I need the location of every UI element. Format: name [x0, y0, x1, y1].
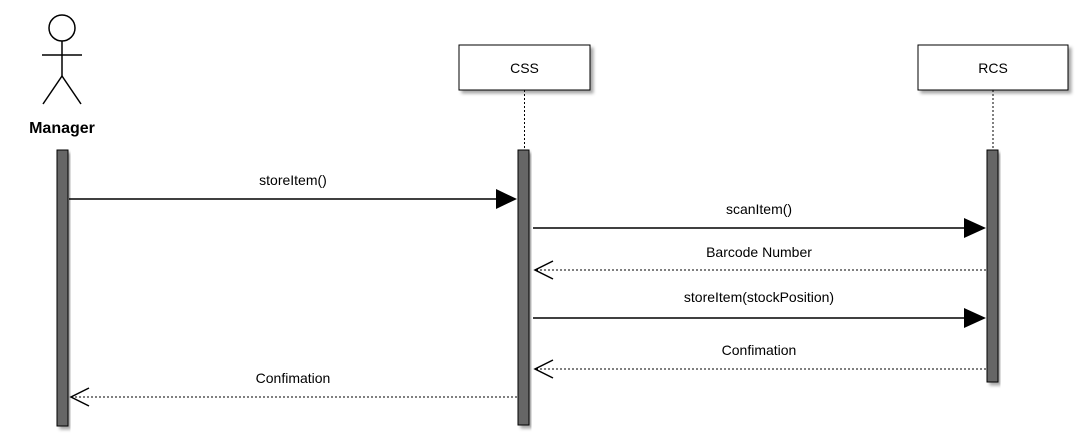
- activation-bar-rcs: [986, 149, 999, 383]
- participant-rcs: RCS: [917, 44, 1069, 150]
- participant-box-rcs: [917, 44, 1069, 91]
- message-barcode-number: Barcode Number: [533, 244, 986, 280]
- open-arrowhead-icon: [69, 387, 90, 407]
- participant-css: CSS: [458, 44, 591, 150]
- participant-box-css: [458, 44, 591, 91]
- message-label: Confimation: [256, 370, 331, 386]
- arrowhead-icon: [964, 218, 986, 238]
- message-store-item-stock-position: storeItem(stockPosition): [533, 289, 986, 328]
- message-label: storeItem(): [259, 172, 327, 188]
- actor-label: Manager: [29, 120, 95, 137]
- message-label: Barcode Number: [706, 244, 812, 260]
- open-arrowhead-icon: [533, 260, 554, 280]
- message-scan-item: scanItem(): [533, 201, 986, 238]
- message-label: storeItem(stockPosition): [684, 289, 834, 305]
- arrowhead-icon: [964, 308, 986, 328]
- message-label: scanItem(): [726, 201, 792, 217]
- participant-label-css: CSS: [510, 60, 539, 76]
- stick-figure-icon: [42, 14, 82, 105]
- message-confirmation-rcs: Confimation: [533, 342, 986, 379]
- participant-label-rcs: RCS: [978, 60, 1008, 76]
- message-store-item: storeItem(): [69, 172, 517, 209]
- manager-actor: Manager: [29, 14, 95, 137]
- message-label: Confimation: [722, 342, 797, 358]
- activation-bar-manager: [56, 149, 69, 427]
- message-confirmation-css: Confimation: [69, 370, 517, 407]
- arrowhead-icon: [496, 189, 517, 209]
- open-arrowhead-icon: [533, 359, 554, 379]
- activation-bar-css: [517, 149, 530, 426]
